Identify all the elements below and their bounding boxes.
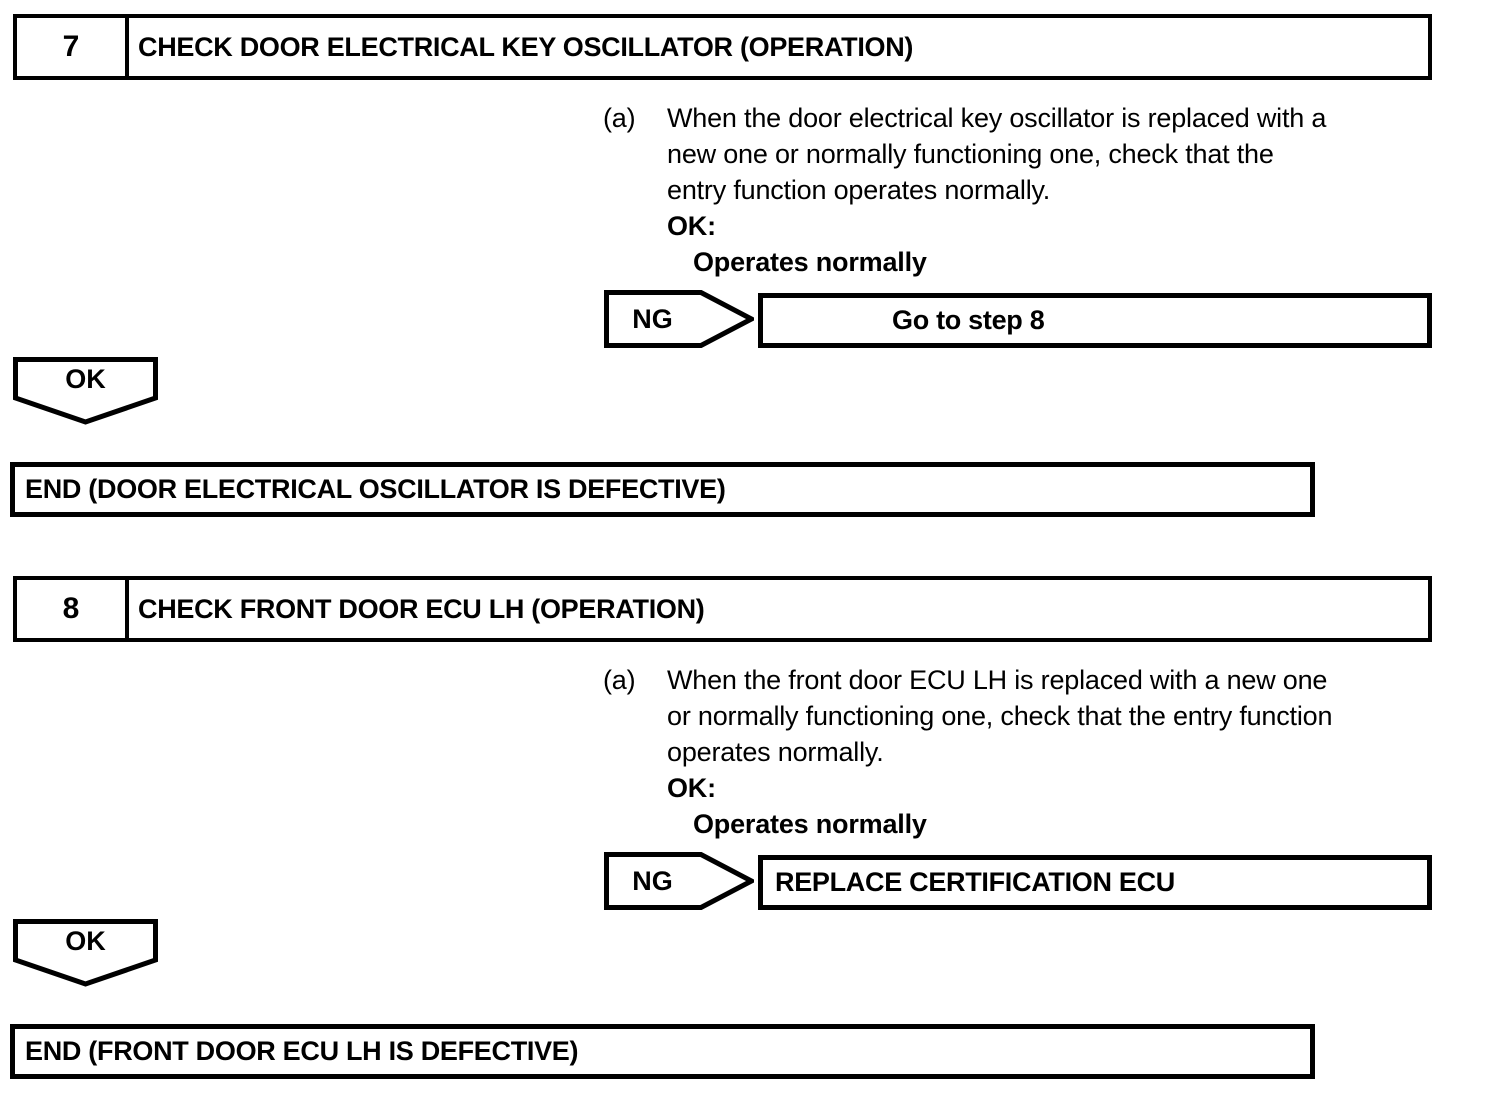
ok-condition: Operates normally: [693, 247, 927, 277]
ok-arrow-icon: OK: [13, 919, 158, 987]
ng-result-text: Go to step 8: [892, 305, 1045, 335]
instruction-marker: (a): [603, 665, 636, 695]
ng-result-box: Go to step 8: [758, 293, 1432, 348]
ng-arrow-icon: NG: [604, 290, 754, 348]
step-header: 8 CHECK FRONT DOOR ECU LH (OPERATION): [13, 576, 1432, 642]
end-box: END (FRONT DOOR ECU LH IS DEFECTIVE): [10, 1024, 1315, 1079]
step-title: CHECK FRONT DOOR ECU LH (OPERATION): [138, 593, 705, 624]
ok-arrow-icon: OK: [13, 357, 158, 425]
end-box: END (DOOR ELECTRICAL OSCILLATOR IS DEFEC…: [10, 462, 1315, 517]
step-title: CHECK DOOR ELECTRICAL KEY OSCILLATOR (OP…: [138, 31, 914, 62]
ng-label: NG: [632, 865, 673, 896]
ng-label: NG: [632, 303, 673, 334]
instruction-block: (a) When the door electrical key oscilla…: [603, 100, 1448, 280]
instruction-marker: (a): [603, 103, 636, 133]
instruction-text: When the door electrical key oscillator …: [667, 103, 1327, 205]
step-8-section: 8 CHECK FRONT DOOR ECU LH (OPERATION) (a…: [8, 576, 1438, 1079]
ok-condition: Operates normally: [693, 809, 927, 839]
ok-label: OK:: [667, 211, 716, 241]
step-header: 7 CHECK DOOR ELECTRICAL KEY OSCILLATOR (…: [13, 14, 1432, 80]
ng-result-box: REPLACE CERTIFICATION ECU: [758, 855, 1432, 910]
instruction-block: (a) When the front door ECU LH is replac…: [603, 662, 1448, 842]
step-number: 8: [17, 580, 129, 638]
end-text: END (FRONT DOOR ECU LH IS DEFECTIVE): [25, 1036, 579, 1066]
ok-arrow-label: OK: [65, 363, 106, 394]
instruction-text: When the front door ECU LH is replaced w…: [667, 665, 1333, 767]
ok-arrow-label: OK: [65, 925, 106, 956]
ng-arrow-icon: NG: [604, 852, 754, 910]
ok-label: OK:: [667, 773, 716, 803]
step-7-section: 7 CHECK DOOR ELECTRICAL KEY OSCILLATOR (…: [8, 14, 1438, 517]
step-number: 7: [17, 18, 129, 76]
ng-result-text: REPLACE CERTIFICATION ECU: [775, 867, 1176, 897]
end-text: END (DOOR ELECTRICAL OSCILLATOR IS DEFEC…: [25, 474, 726, 504]
